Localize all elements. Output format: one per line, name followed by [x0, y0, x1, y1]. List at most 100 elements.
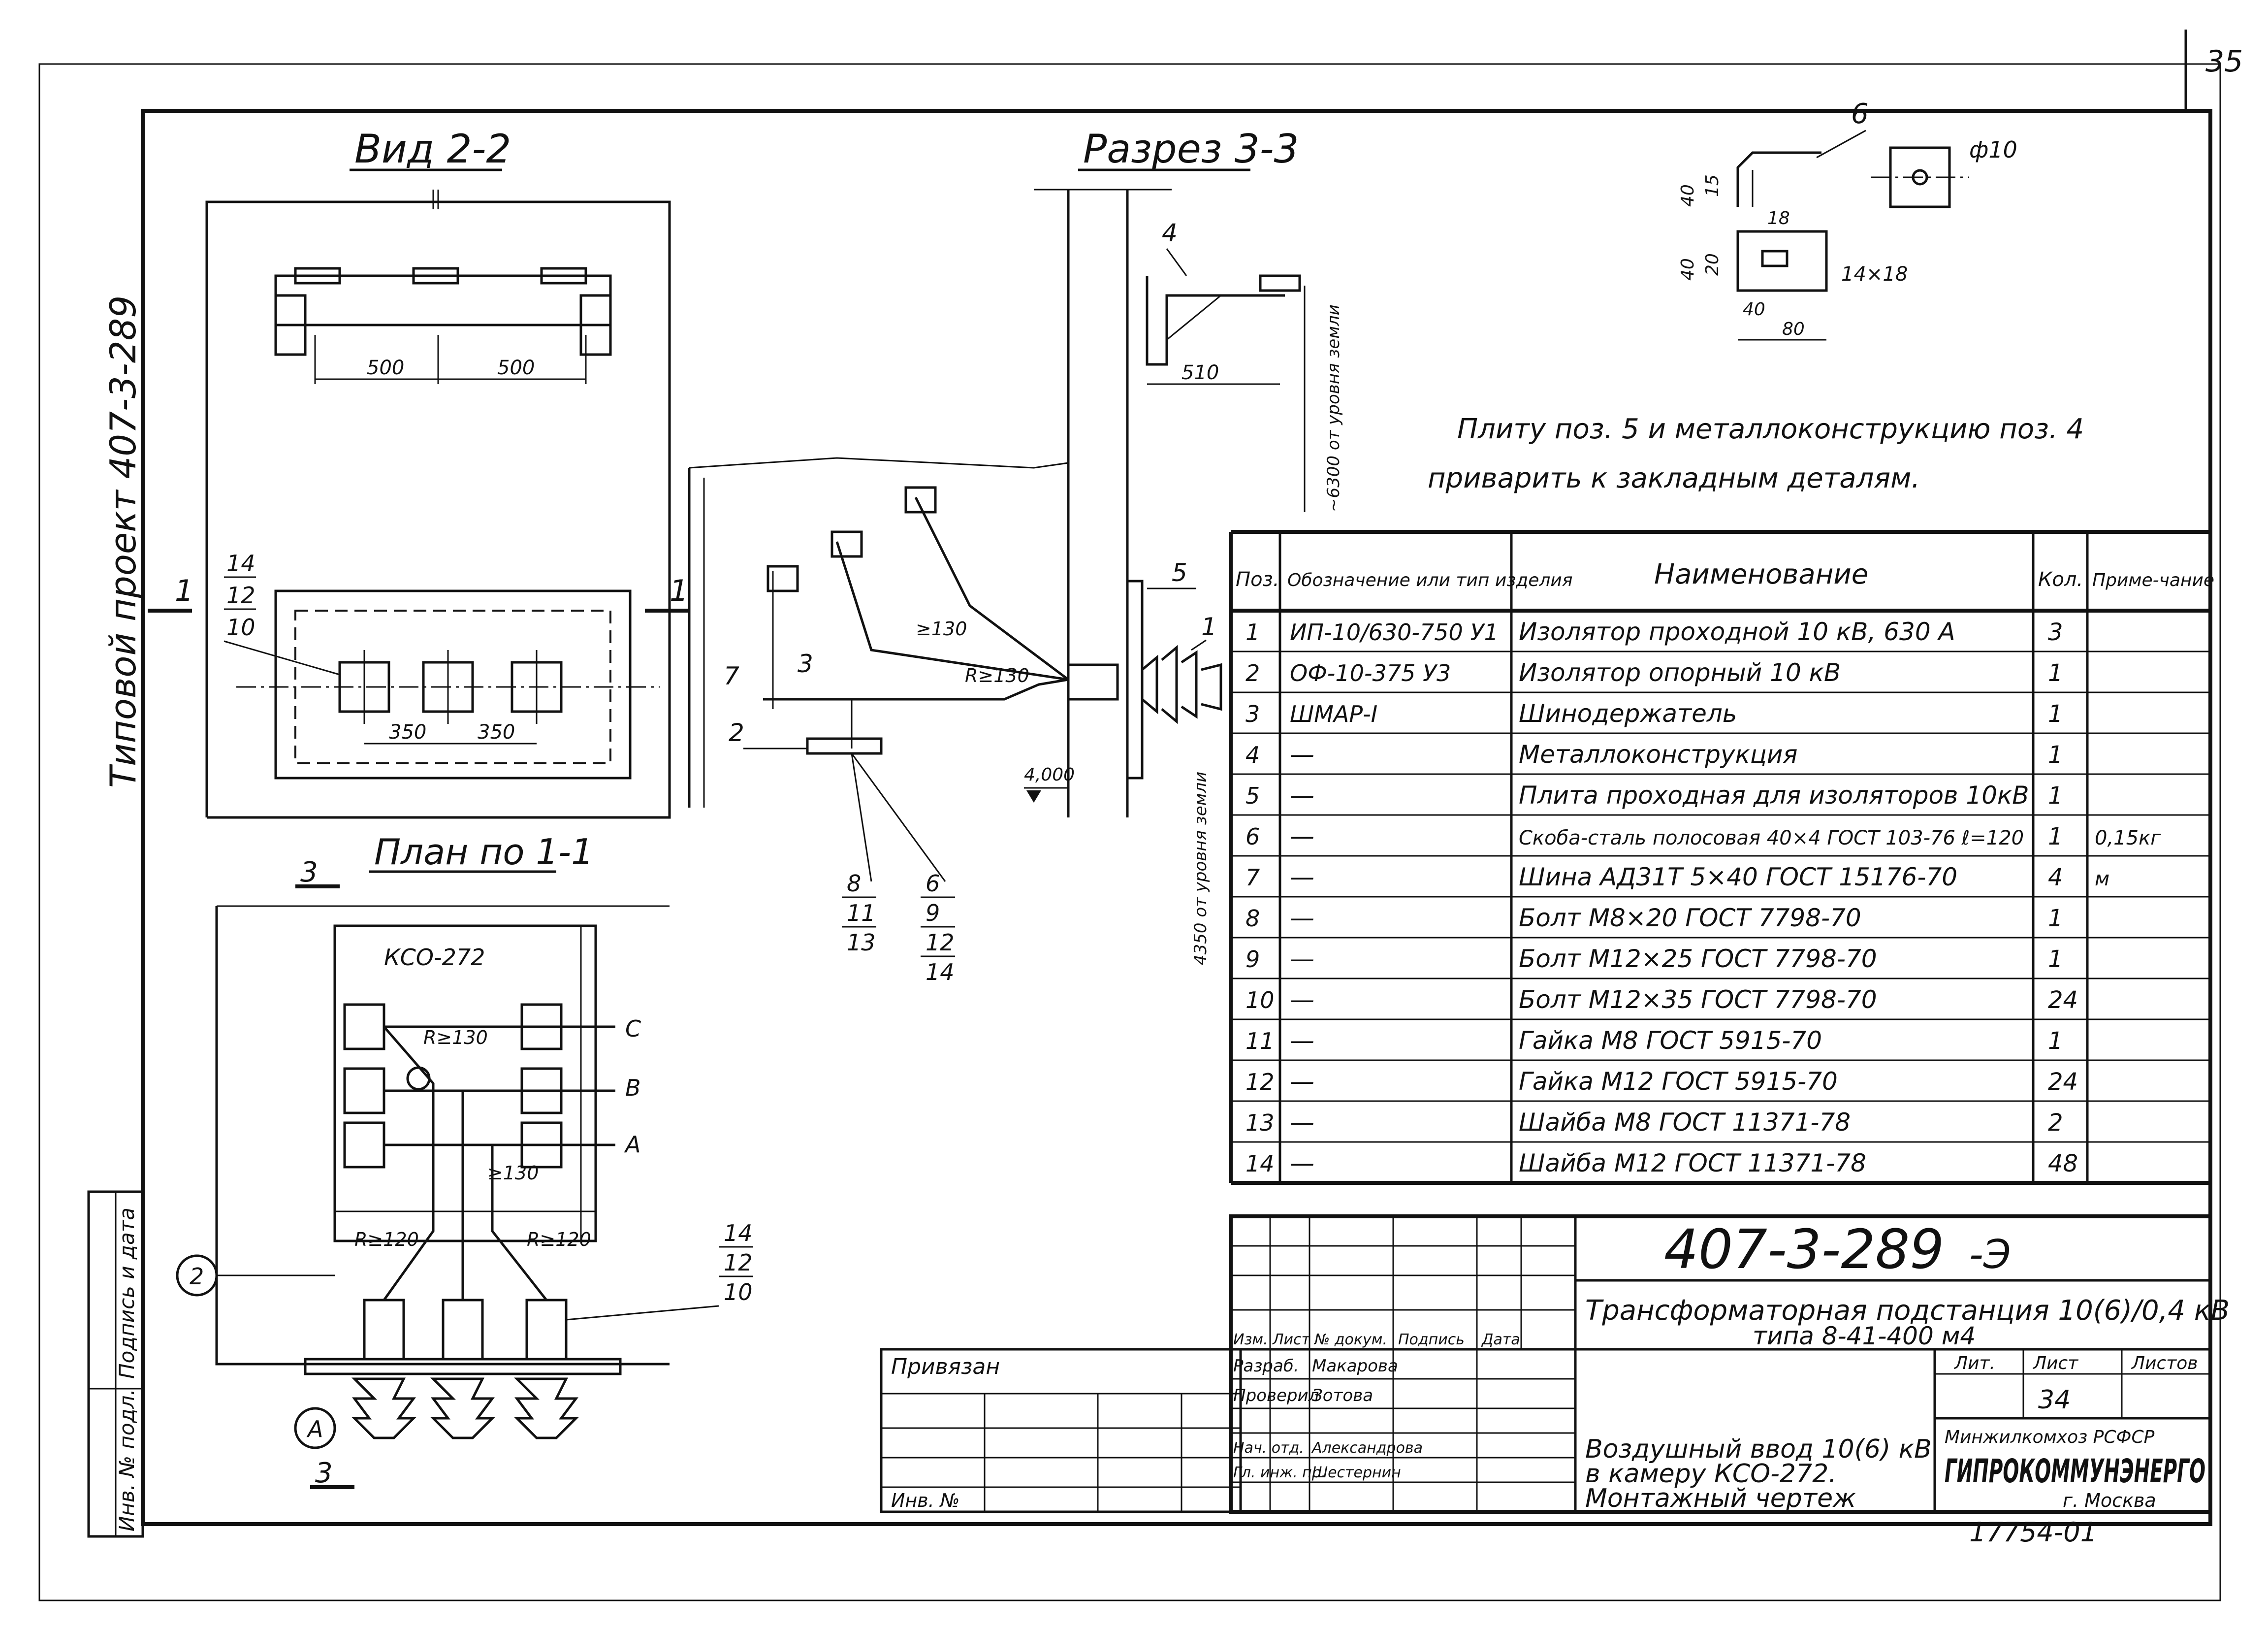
- radius-r130: R≥130: [965, 665, 1029, 686]
- plan-radius-r130: R≥130: [423, 1027, 488, 1048]
- spec-row-pos: 3: [1246, 701, 1260, 727]
- plan-1-1-title: План по 1-1: [374, 831, 594, 873]
- section-3-3: Разрез 3-3 510 4 ~6300 от уровня земли ≥…: [688, 126, 1343, 985]
- spec-header-name: Наименование: [1654, 558, 1868, 590]
- spec-row-name: Металлоконструкция: [1519, 740, 1797, 769]
- callout-6: 6: [926, 870, 940, 897]
- plan-1-1: План по 1-1 3 КСО-272 С В А R≥130 ≥130 R…: [176, 831, 753, 1489]
- plan-radius-r120-right: R≥120: [527, 1229, 591, 1250]
- staff-role-1: Проверил: [1233, 1386, 1319, 1405]
- project-title-1: Трансформаторная подстанция 10(6)/0,4 кВ: [1585, 1295, 2230, 1327]
- dim-500-a: 500: [367, 357, 404, 379]
- spec-row-qty: 48: [2048, 1150, 2078, 1177]
- left-strip-inv-label: Инв. № подл.: [115, 1389, 139, 1531]
- staff-name-3: Шестернин: [1312, 1464, 1401, 1481]
- col-sign: Подпись: [1398, 1331, 1465, 1348]
- pos-4: 4: [1162, 219, 1178, 247]
- staff-role-2: Нач. отд.: [1233, 1439, 1304, 1457]
- spec-row-name: Плита проходная для изоляторов 10кВ: [1519, 781, 2029, 810]
- spec-row-designation: ШМАР-I: [1290, 701, 1377, 727]
- spec-row-name: Шайба М12 ГОСТ 11371-78: [1519, 1149, 1866, 1177]
- spec-row-qty: 3: [2048, 619, 2063, 646]
- left-strip-signature-label: Подпись и дата: [115, 1207, 139, 1379]
- spec-row-qty: 4: [2048, 864, 2063, 891]
- callout-9: 9: [926, 900, 940, 926]
- spec-row-pos: 8: [1246, 905, 1260, 932]
- view-2-2: Вид 2-2 500 500 350 350: [148, 126, 689, 819]
- project-title-2: типа 8-41-400 м4: [1753, 1322, 1976, 1350]
- sheet-title-1: Воздушный ввод 10(6) кВ: [1585, 1434, 1932, 1464]
- spec-row-name: Болт М12×35 ГОСТ 7798-70: [1519, 985, 1877, 1014]
- spec-row-note: м: [2095, 868, 2109, 890]
- cell-kso-label: КСО-272: [384, 944, 485, 971]
- spec-row-name: Шинодержатель: [1519, 699, 1737, 728]
- spec-row-note: 0,15кг: [2095, 827, 2161, 849]
- callout-12b: 12: [926, 929, 955, 956]
- spec-row-pos: 13: [1246, 1109, 1275, 1136]
- callout-14b: 14: [926, 959, 955, 985]
- spec-row-qty: 1: [2048, 782, 2063, 810]
- circle-2: 2: [190, 1263, 204, 1290]
- corner-sheet-number: 35: [2205, 44, 2243, 79]
- listov-label: Листов: [2131, 1353, 2198, 1373]
- spec-header-qty: Кол.: [2038, 568, 2083, 591]
- callout-12: 12: [226, 582, 256, 609]
- note-line-2: приварить к закладным деталям.: [1428, 462, 1920, 494]
- org-city: г. Москва: [2063, 1490, 2156, 1511]
- section-mark-1-left: 1: [175, 574, 193, 608]
- spec-table: Поз. Обозначение или тип изделия Наименова…: [1229, 530, 2214, 1185]
- note-line-1: Плиту поз. 5 и металлоконструкцию поз. 4: [1457, 413, 2084, 445]
- radius-130: ≥130: [916, 618, 967, 640]
- spec-row-qty: 1: [2048, 700, 2063, 728]
- spec-row-name: Изолятор проходной 10 кВ, 630 А: [1519, 618, 1955, 646]
- spec-row-name: Скоба-сталь полосовая 40×4 ГОСТ 103-76 ℓ…: [1519, 827, 2024, 849]
- spec-row-designation: —: [1290, 781, 1314, 810]
- staff-role-0: Разраб.: [1233, 1356, 1299, 1376]
- pos-1: 1: [1201, 613, 1217, 641]
- section-mark-3-bottom: 3: [315, 1457, 333, 1489]
- section-mark-3-top: 3: [300, 856, 318, 888]
- plan-radius-r120-left: R≥120: [354, 1229, 419, 1250]
- spec-header-note: Приме-чание: [2092, 570, 2214, 590]
- staff-name-0: Макарова: [1312, 1356, 1398, 1376]
- spec-row-name: Шина АД31Т 5×40 ГОСТ 15176-70: [1519, 863, 1957, 891]
- level-4350: 4350 от уровня земли: [1191, 772, 1211, 965]
- pos-2: 2: [729, 718, 744, 747]
- spec-row-designation: —: [1290, 1026, 1314, 1055]
- dim-350-b: 350: [478, 721, 515, 744]
- section-3-3-title: Разрез 3-3: [1083, 126, 1299, 172]
- spec-row-qty: 1: [2048, 945, 2063, 973]
- spec-row-name: Болт М12×25 ГОСТ 7798-70: [1519, 945, 1877, 973]
- spec-row-qty: 1: [2048, 1027, 2063, 1055]
- hole-f10: ф10: [1969, 136, 2017, 163]
- col-list: Лист: [1272, 1331, 1311, 1348]
- spec-row-name: Гайка М12 ГОСТ 5915-70: [1519, 1067, 1838, 1096]
- plan-radius-130: ≥130: [487, 1162, 539, 1184]
- spec-row-pos: 11: [1246, 1028, 1275, 1054]
- col-doc: № докум.: [1313, 1331, 1387, 1348]
- plan-callout-10: 10: [724, 1279, 753, 1305]
- level-4000: 4,000: [1024, 765, 1075, 785]
- spec-row-designation: —: [1290, 822, 1314, 850]
- detail-dim-18: 18: [1767, 208, 1790, 228]
- callout-11: 11: [847, 900, 876, 926]
- spec-header-designation: Обозначение или тип изделия: [1287, 570, 1572, 590]
- staff-name-1: Зотова: [1312, 1386, 1373, 1405]
- spec-row-designation: —: [1290, 740, 1314, 769]
- section-mark-1-right: 1: [670, 574, 688, 608]
- spec-row-qty: 1: [2048, 823, 2063, 850]
- callout-10: 10: [226, 614, 256, 641]
- spec-row-qty: 1: [2048, 905, 2063, 932]
- staff-role-3: Гл. инж. пр.: [1233, 1464, 1326, 1481]
- dim-350-a: 350: [389, 721, 426, 744]
- stamp-number: 17754-01: [1969, 1517, 2097, 1548]
- col-izm: Изм.: [1233, 1331, 1268, 1348]
- bound-label: Привязан: [891, 1354, 1000, 1379]
- spec-row-pos: 12: [1246, 1069, 1275, 1095]
- view-2-2-title: Вид 2-2: [354, 126, 511, 172]
- callout-8: 8: [847, 870, 861, 897]
- spec-header-pos: Поз.: [1236, 568, 1279, 591]
- lit-label: Лит.: [1953, 1353, 1995, 1373]
- spec-row-designation: —: [1290, 904, 1314, 932]
- pos-3: 3: [798, 650, 813, 678]
